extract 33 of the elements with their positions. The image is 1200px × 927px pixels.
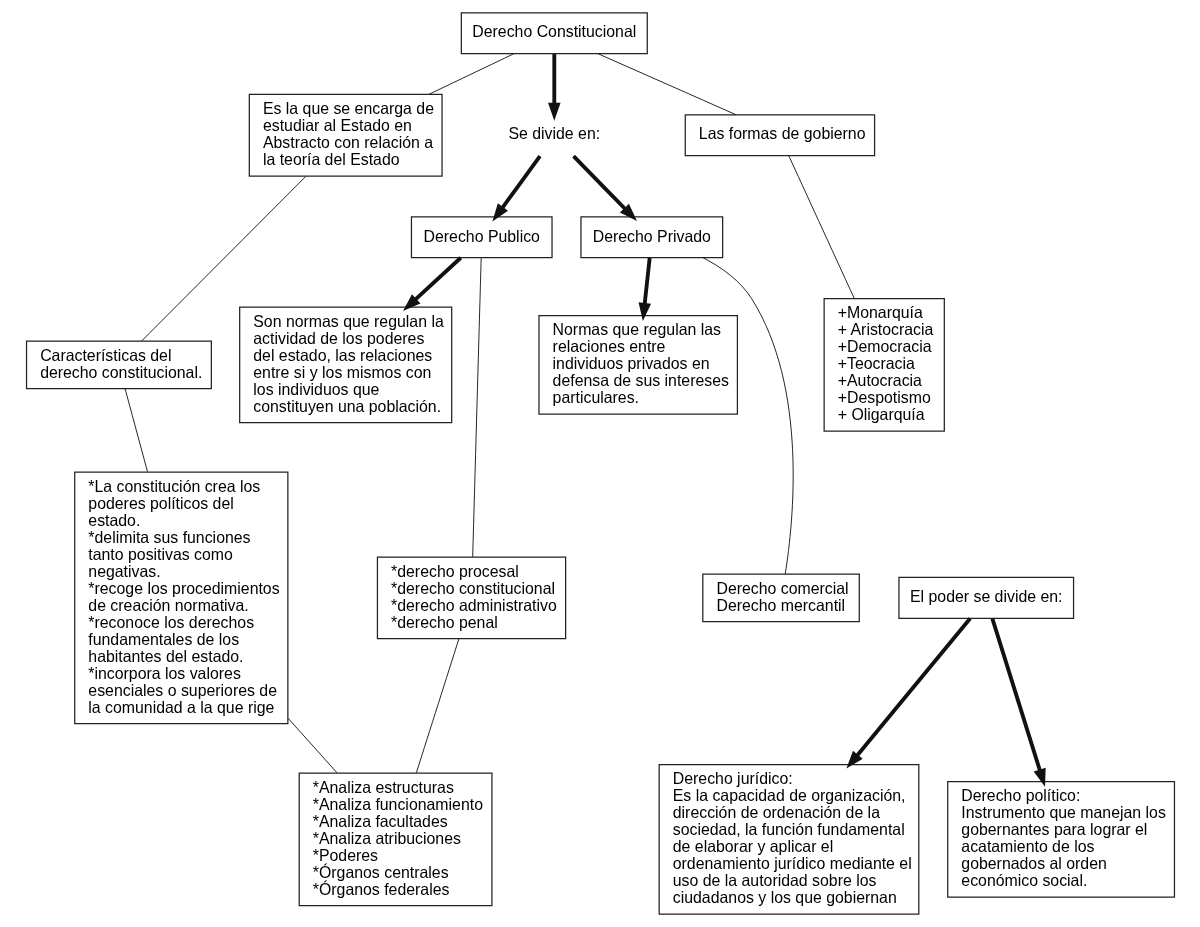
arrow [990,618,1046,787]
connector [415,638,459,774]
connector [787,155,855,299]
node-box: Son normas que regulan la actividad de los poderes del estado, las relaciones entre si y los mismos con los individuos que constituyen una población. [238,306,452,424]
node-box: Es la que se encarga de estudiar al Estado en Abstracto con relación a la teoría del Estado [248,93,443,177]
connector [428,53,514,95]
node-box: Características del derecho constitucional. [25,340,212,390]
node-box: +Monarquía + Aristocracia +Democracia +Teocracia +Autocracia +Despotismo + Oligarquía [823,297,945,432]
arrow [845,617,972,769]
node-box: Derecho político: Instrumento que manejan los gobernantes para lograr el acatamiento de los gobernados al orden económico social. [946,780,1175,898]
arrow [571,154,637,222]
connector [124,388,148,473]
node-box: Normas que regulan las relaciones entre individuos privados en defensa de sus intereses particulares. [537,314,738,415]
connector [471,257,482,558]
connector [702,257,794,575]
arrow [547,54,561,121]
node-box: Derecho jurídico: Es la capacidad de organización, dirección de ordenación de la sociedad, la función fundamental de elaborar y aplicar el ordenamiento jurídico mediante el uso de la autoridad sobre los ciudadanos y los que gobiernan [658,763,919,915]
node-box: El poder se divide en: [897,576,1074,619]
node-text: Se divide en: [507,125,600,143]
node-box: Las formas de gobierno [684,114,875,157]
node-box: Derecho Publico [410,216,553,259]
connector [287,717,338,774]
arrow [402,256,462,311]
connector [140,176,306,342]
arrow [491,155,542,222]
node-box: *La constitución crea los poderes políticos del estado. *delimita sus funciones tanto positivas como negativas. *recoge los procedimientos de creación normativa. *reconoce los derechos fundamentales de los habitantes del estado. *incorpora los valores esenciales o superiores de la comunidad a la que rige [73,471,288,725]
connector [597,53,736,116]
arrow [638,257,652,321]
node-box: *derecho procesal *derecho constitucional *derecho administrativo *derecho penal [376,556,566,640]
node-box: Derecho Constitucional [460,12,648,55]
node-box: Derecho Privado [579,216,723,259]
node-box: Derecho comercial Derecho mercantil [701,573,860,623]
node-box: *Analiza estructuras *Analiza funcionamiento *Analiza facultades *Analiza atribuciones *Poderes *Órganos centrales *Órganos federales [298,772,493,907]
